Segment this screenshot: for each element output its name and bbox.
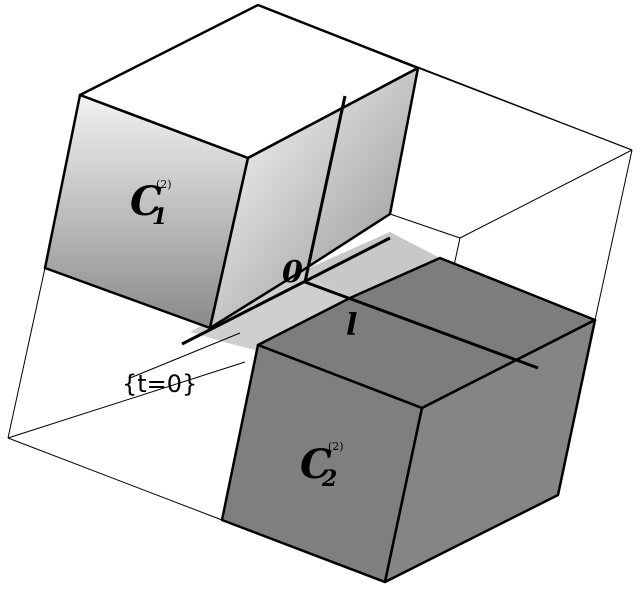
cube-c1 — [43, 3, 420, 330]
label-c1: C 1 (2) — [130, 178, 172, 230]
cube-c2-subscript: 2 — [321, 466, 337, 492]
plane-t0-line — [181, 236, 391, 346]
label-c2: C 2 (2) — [300, 440, 344, 492]
plane-t0-pointer — [129, 332, 241, 379]
outer-cube-left-edge — [7, 267, 46, 439]
cube-c2-label: C — [300, 441, 332, 488]
intersection-strip-lower — [190, 272, 350, 352]
outer-cube-inner-edge-2 — [417, 67, 633, 151]
axes — [129, 95, 539, 379]
outer-cube-inner-edge-4 — [459, 149, 633, 239]
cube-c1-superscript: (2) — [156, 178, 172, 191]
cube-c1-label: C — [130, 178, 162, 225]
cube-c1-side-face — [208, 66, 420, 330]
cube-c2-side-face — [383, 318, 597, 584]
outer-cube-bottom-left-edge — [7, 437, 223, 521]
cube-c2 — [220, 256, 597, 584]
line-l — [304, 280, 539, 370]
vertical-axis — [303, 95, 347, 283]
line-l-label: l — [346, 308, 357, 343]
outer-cube-inner-edge-6 — [7, 361, 246, 439]
cube-c2-superscript: (2) — [328, 440, 344, 453]
outer-cube-right-edge — [594, 149, 633, 321]
outer-cube-inner-edge-3 — [389, 213, 461, 239]
origin-label: 0 — [282, 255, 303, 290]
plane-t0-label: {t=0} — [122, 370, 197, 398]
intersection-strip — [300, 232, 440, 298]
cube-c1-subscript: 1 — [152, 204, 167, 230]
